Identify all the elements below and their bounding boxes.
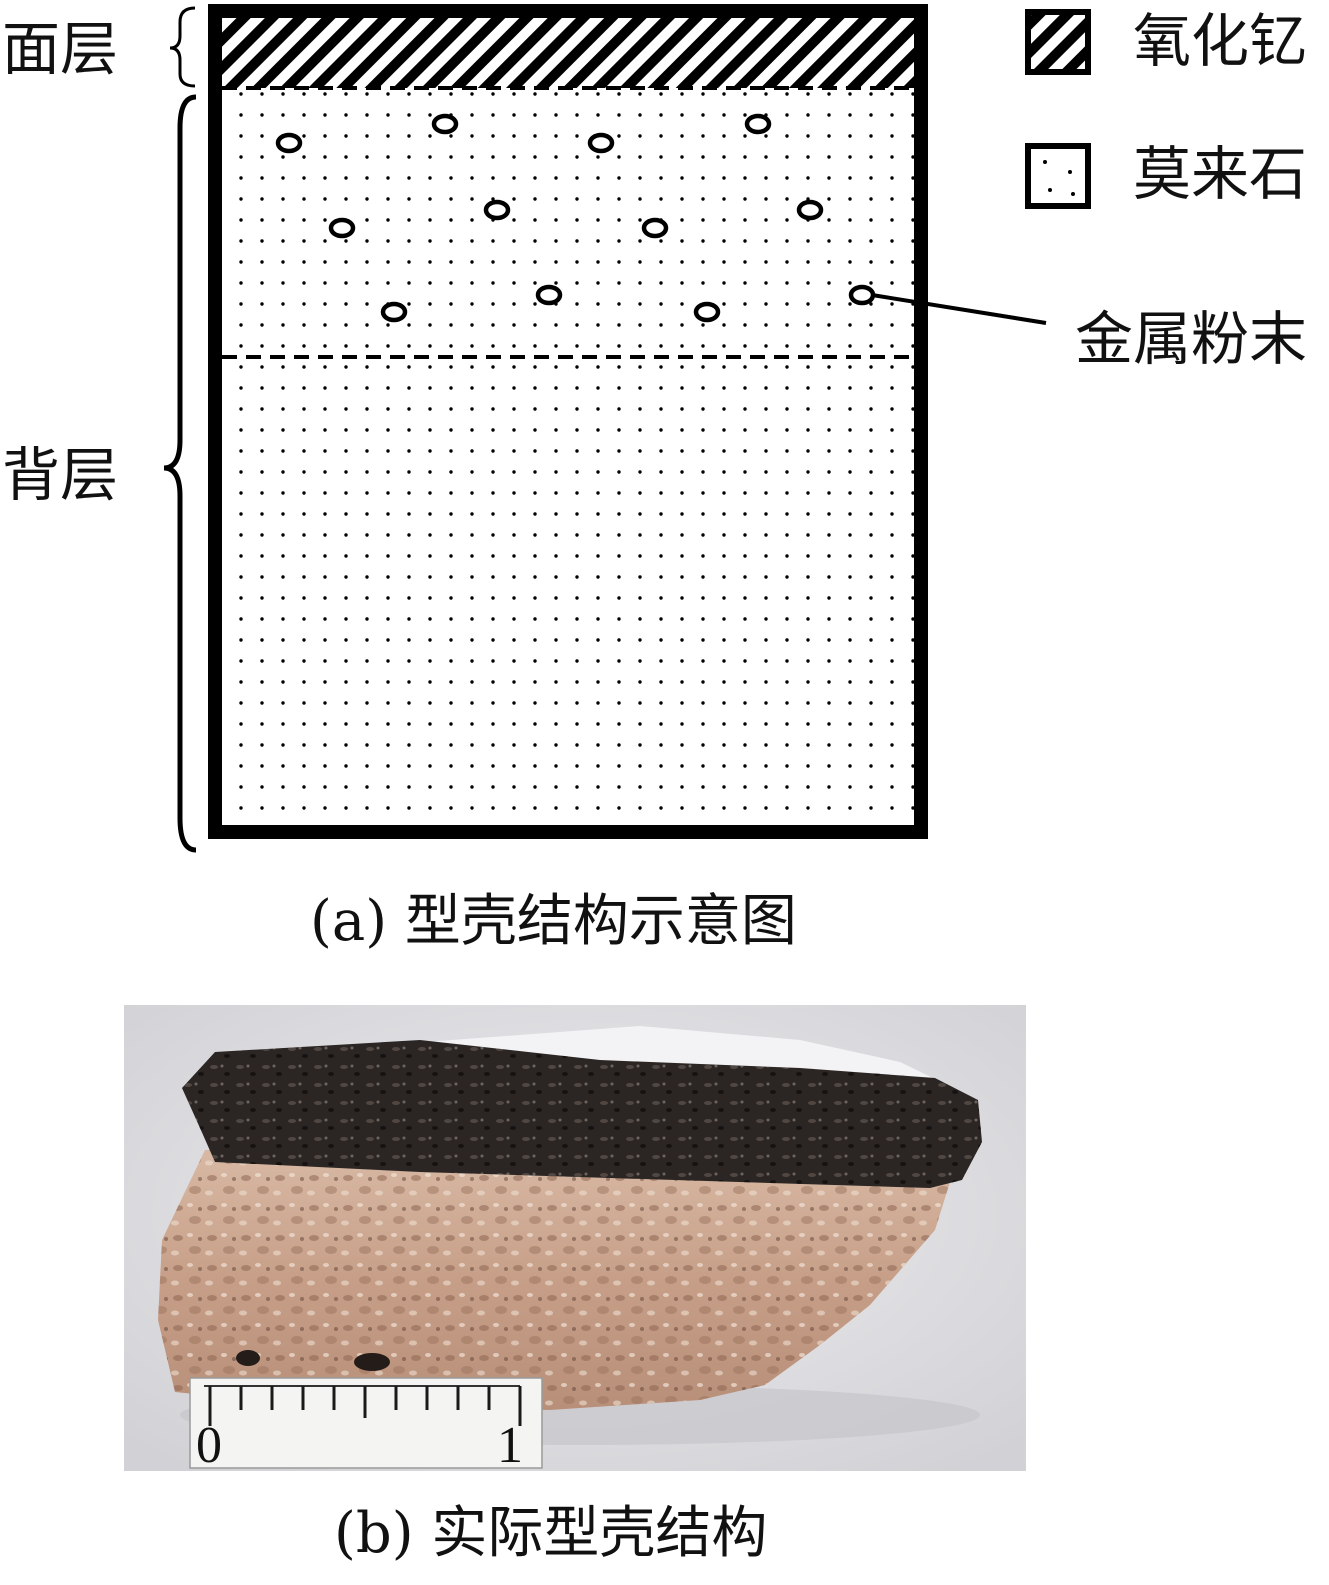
- face-layer-label: 面层: [2, 15, 119, 83]
- porous-texture: [158, 1150, 960, 1410]
- dark-inclusion: [354, 1353, 390, 1371]
- back-layer-label: 背层: [2, 441, 119, 509]
- back-layer-brace: [163, 94, 197, 853]
- legend-label-yttria: 氧化钇: [1133, 7, 1308, 75]
- metal-powder-particle: [483, 199, 511, 221]
- back-layer-dots: [222, 88, 914, 825]
- metal-powder-particle: [275, 132, 303, 154]
- metal-powder-label: 金属粉末: [1075, 305, 1308, 373]
- legend-swatch-mullite-dot: [1068, 170, 1072, 174]
- dark-inclusion: [236, 1350, 260, 1366]
- legend-swatch-yttria: [1025, 9, 1091, 75]
- legend-swatch-mullite-dot: [1048, 188, 1052, 192]
- ruler-label-end: 1: [497, 1417, 523, 1474]
- metal-powder-particle: [328, 217, 356, 239]
- legend-swatch-mullite-dot: [1043, 160, 1047, 164]
- schematic-diagram: [163, 4, 1091, 853]
- metal-powder-particle: [641, 217, 669, 239]
- caption-a: (a) 型壳结构示意图: [310, 889, 797, 954]
- shell-photograph: [124, 1005, 1026, 1471]
- metal-powder-particle: [535, 284, 563, 306]
- face-layer-hatch: [222, 18, 914, 88]
- metal-powder-leader-line: [871, 293, 1047, 325]
- metal-powder-particle: [587, 132, 615, 154]
- caption-b: (b) 实际型壳结构: [334, 1501, 768, 1566]
- metal-powder-particle: [848, 284, 876, 306]
- metal-powder-particle: [796, 199, 824, 221]
- metal-powder-particle: [431, 113, 459, 135]
- metal-powder-particle: [744, 113, 772, 135]
- ruler-ticks: [208, 1386, 522, 1426]
- shell-outline: [208, 4, 928, 839]
- metal-powder-particle: [693, 301, 721, 323]
- face-layer-brace: [169, 6, 196, 88]
- metal-powder-particle: [380, 301, 408, 323]
- ruler-label-start: 0: [196, 1417, 222, 1474]
- legend-swatch-mullite-dot: [1071, 192, 1075, 196]
- legend-swatch-mullite: [1025, 143, 1091, 209]
- legend-label-mullite: 莫来石: [1133, 140, 1308, 208]
- dark-layer-texture: [182, 1040, 982, 1188]
